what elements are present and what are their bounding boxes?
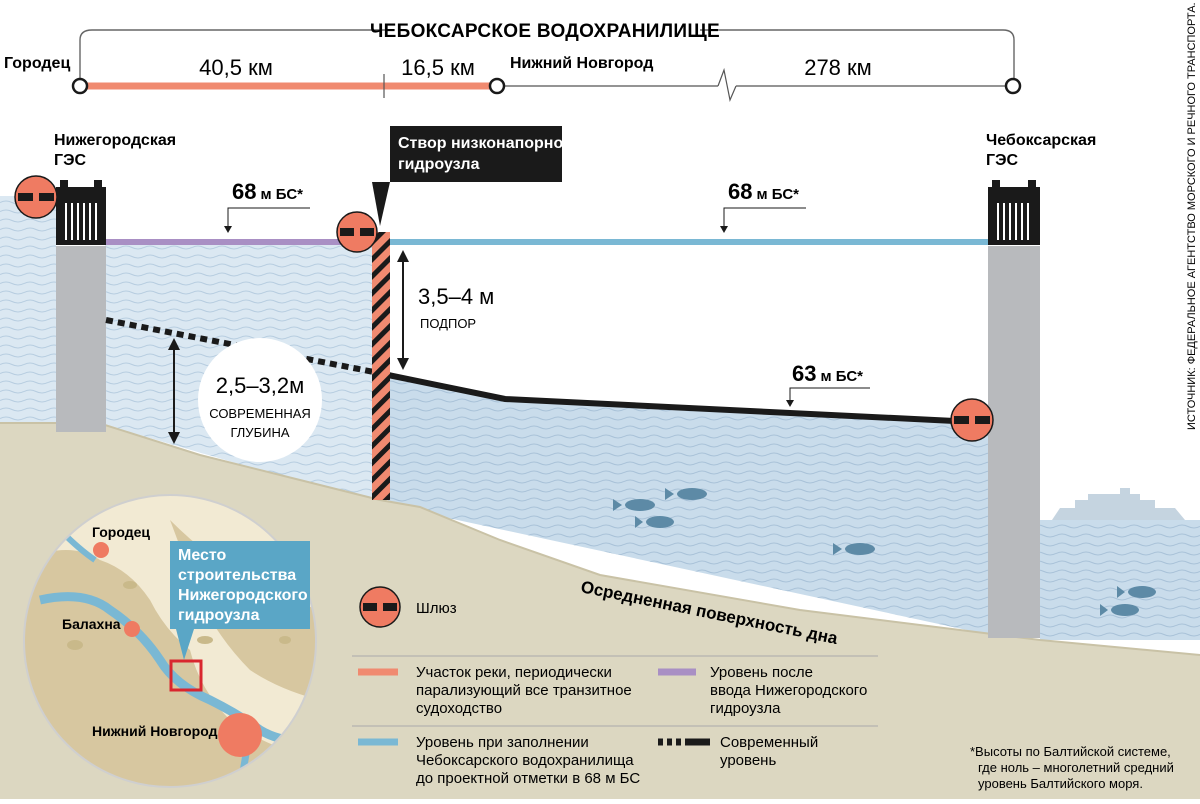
depth-value: 2,5–3,2м bbox=[216, 373, 305, 398]
depth-label-2: ГЛУБИНА bbox=[230, 425, 289, 440]
water-cheboksary-pool bbox=[388, 378, 990, 635]
legend-blue: Уровень при заполнении Чебоксарского вод… bbox=[358, 734, 640, 787]
svg-text:63м БС*: 63м БС* bbox=[792, 361, 863, 386]
water-left-upstream bbox=[0, 196, 56, 432]
depth-circle bbox=[198, 338, 322, 462]
level-low-value: 63 bbox=[792, 361, 816, 386]
svg-text:Участок реки, периодически: Участок реки, периодически bbox=[416, 664, 612, 681]
svg-text:Уровень при заполнении: Уровень при заполнении bbox=[416, 734, 589, 751]
map-marker-balakhna bbox=[124, 621, 140, 637]
lock-icon bbox=[336, 211, 378, 253]
level-low-unit: м БС* bbox=[820, 368, 863, 385]
depth-measurement: 2,5–3,2м СОВРЕМЕННАЯ ГЛУБИНА bbox=[168, 338, 322, 462]
distance-278: 278 км bbox=[804, 55, 872, 80]
low-head-barrage bbox=[372, 232, 390, 500]
dam-cheboksarskaya bbox=[988, 180, 1040, 638]
label-left-dam-1: Нижегородская bbox=[54, 132, 176, 149]
map-label-nizhny: Нижний Новгород bbox=[92, 723, 218, 739]
construction-site-marker bbox=[169, 659, 203, 692]
svg-text:Чебоксарского водохранилища: Чебоксарского водохранилища bbox=[416, 752, 634, 769]
level-current-63 bbox=[387, 372, 976, 425]
distance-40-5: 40,5 км bbox=[199, 55, 273, 80]
reservoir-bracket: ЧЕБОКСАРСКОЕ ВОДОХРАНИЛИЩЕ bbox=[79, 17, 1015, 78]
source-credit: ИСТОЧНИК: ФЕДЕРАЛЬНОЕ АГЕНТСТВО МОРСКОГО… bbox=[1186, 2, 1198, 430]
head-measurement: 3,5–4 м ПОДПОР bbox=[397, 250, 494, 370]
inset-map: Городец Балахна Нижний Новгород Место ст… bbox=[23, 494, 317, 788]
map-marker-nizhny bbox=[218, 713, 262, 757]
ship-icon bbox=[1052, 488, 1185, 520]
water-right-downstream bbox=[1040, 520, 1200, 640]
fish-icon bbox=[613, 499, 655, 511]
fish-icon bbox=[1100, 604, 1139, 616]
label-right-dam-1: Чебоксарская bbox=[986, 132, 1096, 149]
label-left-dam-2: ГЭС bbox=[54, 152, 86, 169]
lock-icon bbox=[14, 175, 58, 219]
head-value: 3,5–4 м bbox=[418, 284, 494, 309]
level-right-value: 68 bbox=[728, 179, 752, 204]
svg-text:уровень Балтийского моря.: уровень Балтийского моря. bbox=[978, 776, 1143, 791]
level-left-value: 68 bbox=[232, 179, 256, 204]
callout-line2: гидроузла bbox=[398, 156, 480, 173]
map-site-callout: Место строительства Нижегородского гидро… bbox=[170, 541, 310, 660]
legend-dashed: Современный уровень bbox=[658, 734, 818, 769]
cheboksary-point bbox=[1004, 77, 1022, 95]
label-right-dam-2: ГЭС bbox=[986, 152, 1018, 169]
legend-orange: Участок реки, периодически парализующий … bbox=[358, 664, 632, 717]
fish-icon bbox=[635, 516, 674, 528]
barrage-callout: Створ низконапорного гидроузла bbox=[372, 126, 580, 226]
map-label-gorodets: Городец bbox=[92, 524, 150, 540]
site-line-3: Нижегородского bbox=[178, 587, 308, 604]
svg-text:где ноль – многолетний средний: где ноль – многолетний средний bbox=[978, 760, 1174, 775]
svg-text:*Высоты по Балтийской системе,: *Высоты по Балтийской системе, bbox=[970, 744, 1171, 759]
site-line-2: строительства bbox=[178, 567, 296, 584]
label-gorodets: Городец bbox=[4, 55, 70, 72]
svg-text:68м БС*: 68м БС* bbox=[232, 179, 303, 204]
svg-text:уровень: уровень bbox=[720, 752, 776, 769]
level-right-unit: м БС* bbox=[756, 186, 799, 203]
callout-line1: Створ низконапорного bbox=[398, 135, 580, 152]
head-label: ПОДПОР bbox=[420, 316, 476, 331]
depth-label-1: СОВРЕМЕННАЯ bbox=[209, 406, 311, 421]
distance-16-5: 16,5 км bbox=[401, 55, 475, 80]
site-line-1: Место bbox=[178, 547, 227, 564]
svg-text:до проектной отметки в 68 м БС: до проектной отметки в 68 м БС bbox=[416, 770, 640, 787]
nizhny-point bbox=[488, 77, 506, 95]
gorodets-point bbox=[71, 77, 89, 95]
legend-lock: Шлюз bbox=[359, 586, 457, 628]
site-line-4: гидроузла bbox=[178, 607, 260, 624]
reservoir-title: ЧЕБОКСАРСКОЕ ВОДОХРАНИЛИЩЕ bbox=[370, 21, 720, 42]
fish-group bbox=[613, 488, 1156, 616]
svg-text:парализующий все транзитное: парализующий все транзитное bbox=[416, 682, 632, 699]
fish-icon bbox=[833, 543, 875, 555]
fish-icon bbox=[665, 488, 707, 500]
legend: Шлюз Участок реки, периодически парализу… bbox=[352, 586, 878, 787]
legend-purple: Уровень после ввода Нижегородского гидро… bbox=[658, 664, 867, 717]
scale-break-icon bbox=[717, 67, 737, 103]
lock-icon bbox=[950, 398, 994, 442]
svg-text:Современный: Современный bbox=[720, 734, 818, 751]
level-left-unit: м БС* bbox=[260, 186, 303, 203]
svg-text:68м БС*: 68м БС* bbox=[728, 179, 799, 204]
svg-text:ввода Нижегородского: ввода Нижегородского bbox=[710, 682, 867, 699]
map-marker-gorodets bbox=[93, 542, 109, 558]
svg-text:Уровень после: Уровень после bbox=[710, 664, 813, 681]
svg-text:гидроузла: гидроузла bbox=[710, 700, 781, 717]
fish-icon bbox=[1117, 586, 1156, 598]
footnote: *Высоты по Балтийской системе, где ноль … bbox=[970, 744, 1174, 791]
dam-nizhegorodskaya bbox=[56, 180, 106, 432]
label-nizhny: Нижний Новгород bbox=[510, 55, 653, 72]
legend-lock-label: Шлюз bbox=[416, 600, 457, 617]
map-label-balakhna: Балахна bbox=[62, 616, 121, 632]
svg-text:судоходство: судоходство bbox=[416, 700, 502, 717]
distance-scale: 40,5 км 16,5 км 278 км Городец Нижний Но… bbox=[4, 55, 1022, 103]
